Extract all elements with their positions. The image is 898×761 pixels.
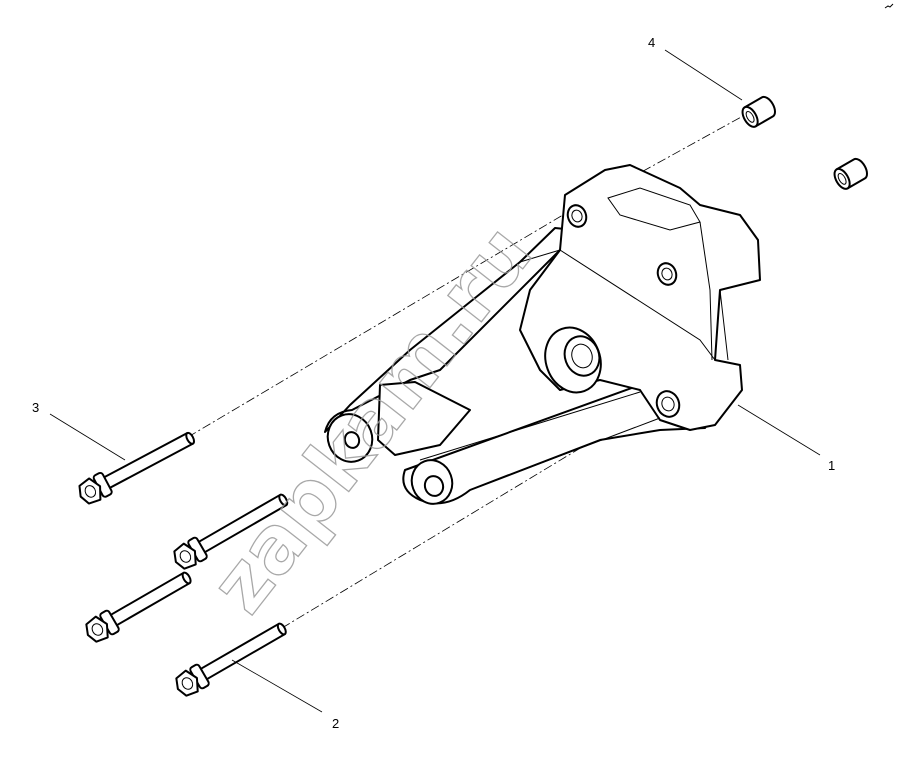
bracket	[324, 164, 761, 505]
callout-3: 3	[32, 400, 39, 415]
watermark: zapkam.ru	[194, 209, 550, 629]
leader-lines	[49, 49, 821, 713]
callout-1: 1	[828, 458, 835, 473]
bushing-upper	[741, 95, 776, 128]
corner-mark	[884, 3, 894, 9]
bolt-3	[78, 431, 195, 505]
bolt-middle	[85, 571, 192, 643]
bushing-lower	[833, 157, 868, 190]
callout-2: 2	[332, 716, 339, 731]
callout-4: 4	[648, 35, 655, 50]
bolt-upper	[173, 493, 289, 570]
bolt-2	[175, 622, 287, 697]
